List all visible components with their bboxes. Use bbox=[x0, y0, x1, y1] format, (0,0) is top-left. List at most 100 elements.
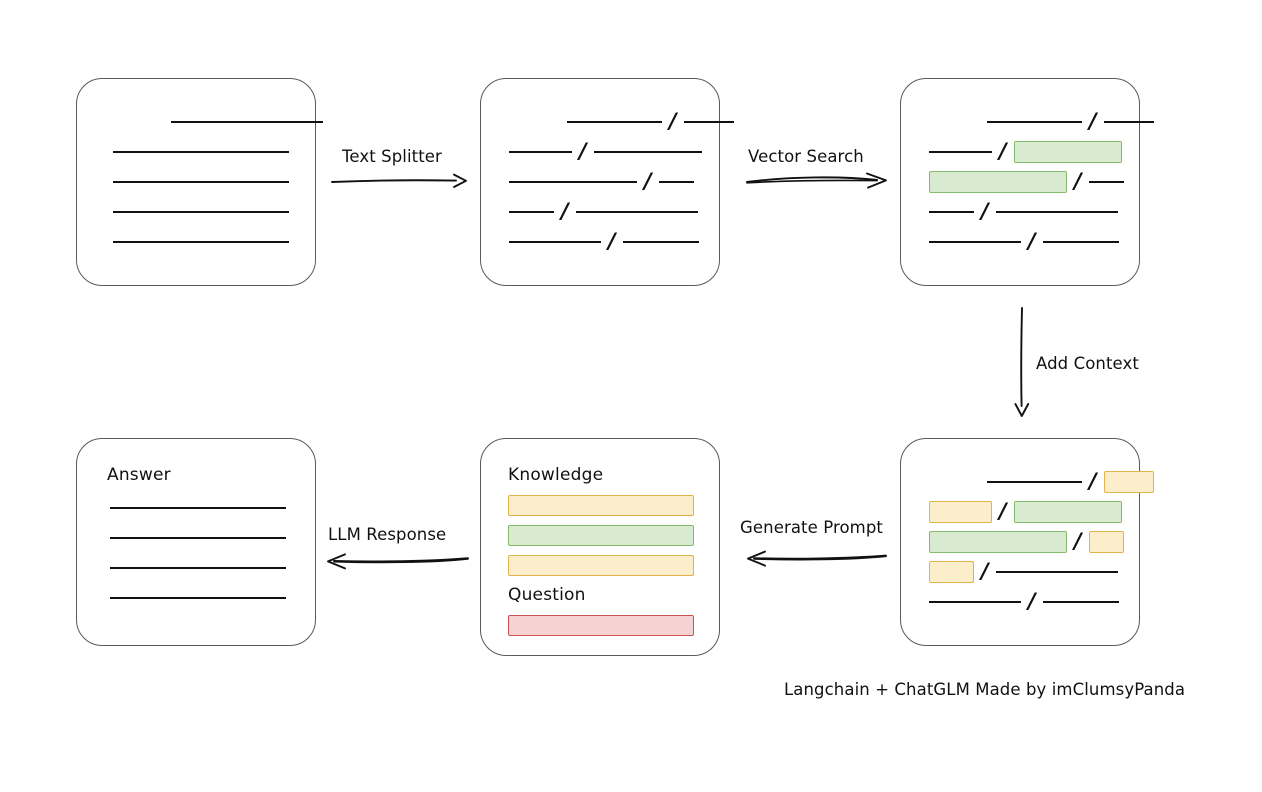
card-prompt[interactable]: Knowledge Question bbox=[480, 438, 720, 656]
slash-separator: / bbox=[608, 228, 616, 253]
answer-line bbox=[110, 507, 286, 510]
document-row bbox=[113, 197, 315, 227]
text-line bbox=[929, 150, 992, 154]
prompt-bar-green bbox=[508, 525, 694, 546]
document-row: / bbox=[929, 167, 1139, 197]
arrow-llm-response bbox=[327, 553, 469, 570]
document-row bbox=[113, 107, 323, 137]
slash-separator: / bbox=[561, 198, 569, 223]
card-source-document[interactable] bbox=[76, 78, 323, 286]
highlight-chip-yellow bbox=[929, 501, 992, 523]
slash-separator: / bbox=[644, 168, 652, 193]
slash-separator: / bbox=[1074, 168, 1082, 193]
slash-separator: / bbox=[1089, 108, 1097, 133]
prompt-bar-yellow bbox=[508, 555, 694, 576]
arrow-generate-prompt bbox=[747, 550, 887, 567]
source-document-rows bbox=[113, 107, 323, 257]
arrow-vector-search bbox=[746, 172, 887, 189]
text-line bbox=[113, 180, 289, 184]
text-line bbox=[995, 210, 1118, 214]
arrow-label-text-splitter: Text Splitter bbox=[342, 147, 442, 166]
slash-separator: / bbox=[1028, 228, 1036, 253]
document-row: / bbox=[509, 107, 734, 137]
text-line bbox=[567, 120, 662, 124]
text-line bbox=[113, 240, 289, 244]
card-split-chunks[interactable]: ///// bbox=[480, 78, 734, 286]
knowledge-bars bbox=[508, 495, 694, 585]
text-line bbox=[509, 240, 601, 244]
prompt-bar-red bbox=[508, 615, 694, 636]
text-line bbox=[987, 480, 1082, 484]
slash-separator: / bbox=[981, 198, 989, 223]
text-line bbox=[1042, 240, 1119, 244]
answer-line bbox=[110, 597, 286, 600]
text-line bbox=[509, 150, 572, 154]
document-row: / bbox=[929, 467, 1154, 497]
highlight-chip-yellow bbox=[1088, 531, 1124, 553]
highlight-chip-green bbox=[929, 171, 1067, 193]
card-context-added[interactable]: / / / / / bbox=[900, 438, 1154, 646]
slash-separator: / bbox=[981, 558, 989, 583]
highlight-chip-green bbox=[1013, 141, 1122, 163]
text-line bbox=[995, 570, 1118, 574]
text-line bbox=[683, 120, 734, 124]
slash-separator: / bbox=[1028, 588, 1036, 613]
arrow-label-add-context: Add Context bbox=[1036, 354, 1139, 373]
text-line bbox=[929, 600, 1021, 604]
document-row: / bbox=[929, 137, 1139, 167]
slash-separator: / bbox=[1074, 528, 1082, 553]
text-line bbox=[1103, 120, 1154, 124]
text-line bbox=[658, 180, 694, 184]
text-line bbox=[509, 210, 554, 214]
knowledge-label: Knowledge bbox=[508, 465, 604, 485]
answer-line bbox=[110, 537, 286, 540]
text-line bbox=[171, 120, 323, 124]
highlight-chip-yellow bbox=[1103, 471, 1154, 493]
document-row bbox=[113, 137, 315, 167]
text-line bbox=[1042, 600, 1119, 604]
text-line bbox=[1088, 180, 1124, 184]
text-line bbox=[593, 150, 702, 154]
text-line bbox=[622, 240, 699, 244]
slash-separator: / bbox=[669, 108, 677, 133]
prompt-bar-yellow bbox=[508, 495, 694, 516]
document-row: / bbox=[509, 197, 719, 227]
arrow-add-context bbox=[1014, 307, 1030, 417]
text-line bbox=[987, 120, 1082, 124]
slash-separator: / bbox=[999, 138, 1007, 163]
answer-label: Answer bbox=[107, 465, 171, 485]
document-row: / bbox=[929, 527, 1139, 557]
highlight-chip-green bbox=[929, 531, 1067, 553]
document-row: / bbox=[509, 167, 719, 197]
text-line bbox=[509, 180, 637, 184]
footer-credit: Langchain + ChatGLM Made by imClumsyPand… bbox=[784, 680, 1186, 699]
arrow-label-vector-search: Vector Search bbox=[748, 147, 864, 166]
card-vector-matches[interactable]: / / / / / bbox=[900, 78, 1154, 286]
document-row bbox=[113, 167, 315, 197]
document-row: / bbox=[929, 227, 1139, 257]
slash-separator: / bbox=[999, 498, 1007, 523]
arrow-label-llm-response: LLM Response bbox=[328, 525, 447, 544]
document-row: / bbox=[929, 497, 1139, 527]
text-line bbox=[113, 210, 289, 214]
document-row: / bbox=[929, 197, 1139, 227]
highlight-chip-green bbox=[1013, 501, 1122, 523]
text-line bbox=[929, 240, 1021, 244]
vector-matches-rows: / / / / / bbox=[929, 107, 1154, 257]
document-row: / bbox=[929, 557, 1139, 587]
document-row: / bbox=[509, 137, 719, 167]
highlight-chip-yellow bbox=[929, 561, 974, 583]
document-row: / bbox=[509, 227, 719, 257]
document-row bbox=[113, 227, 315, 257]
context-added-rows: / / / / / bbox=[929, 467, 1154, 617]
document-row: / bbox=[929, 107, 1154, 137]
text-line bbox=[929, 210, 974, 214]
arrow-text-splitter bbox=[331, 173, 467, 188]
slash-separator: / bbox=[1089, 468, 1097, 493]
card-answer[interactable]: Answer bbox=[76, 438, 316, 646]
text-line bbox=[575, 210, 698, 214]
split-chunks-rows: ///// bbox=[509, 107, 734, 257]
answer-line bbox=[110, 567, 286, 570]
question-label: Question bbox=[508, 585, 586, 605]
